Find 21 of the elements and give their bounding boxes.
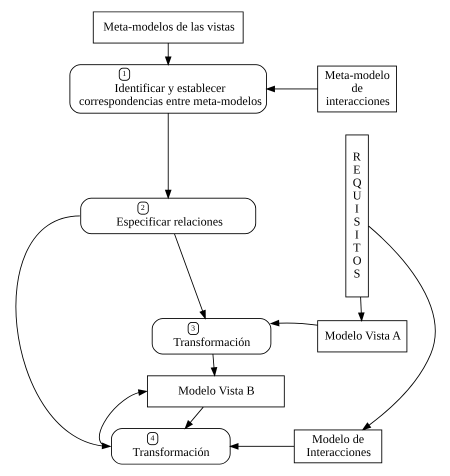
arrow: [357, 296, 364, 322]
node-box: 4 Transformación: [110, 428, 230, 465]
arrow: [164, 42, 172, 66]
arrow: [164, 112, 172, 200]
node-box: 3 Transformación: [151, 318, 271, 355]
node-box: 1 Identificar y establecer correspondencias entre meta-modelos: [68, 64, 266, 114]
arrow: [98, 389, 148, 447]
node-box: REQUISITOS: [344, 134, 368, 298]
node-box: Modelo Vista B: [146, 375, 284, 408]
arrow: [264, 86, 318, 92]
arrow: [228, 443, 294, 450]
arrow: [173, 233, 206, 320]
arrow: [210, 354, 217, 377]
node-box: Modelo Vista A: [316, 320, 407, 352]
node-box: Meta-modelos de las vistas: [92, 11, 244, 44]
arrow: [361, 226, 436, 431]
node-box: Modelo de Interacciones: [293, 429, 382, 464]
arrow: [184, 406, 204, 430]
arrow: [269, 320, 318, 326]
node-box: Meta-modelo de interacciones: [316, 66, 396, 112]
node-box: 2 Especificar relaciones: [80, 198, 256, 234]
